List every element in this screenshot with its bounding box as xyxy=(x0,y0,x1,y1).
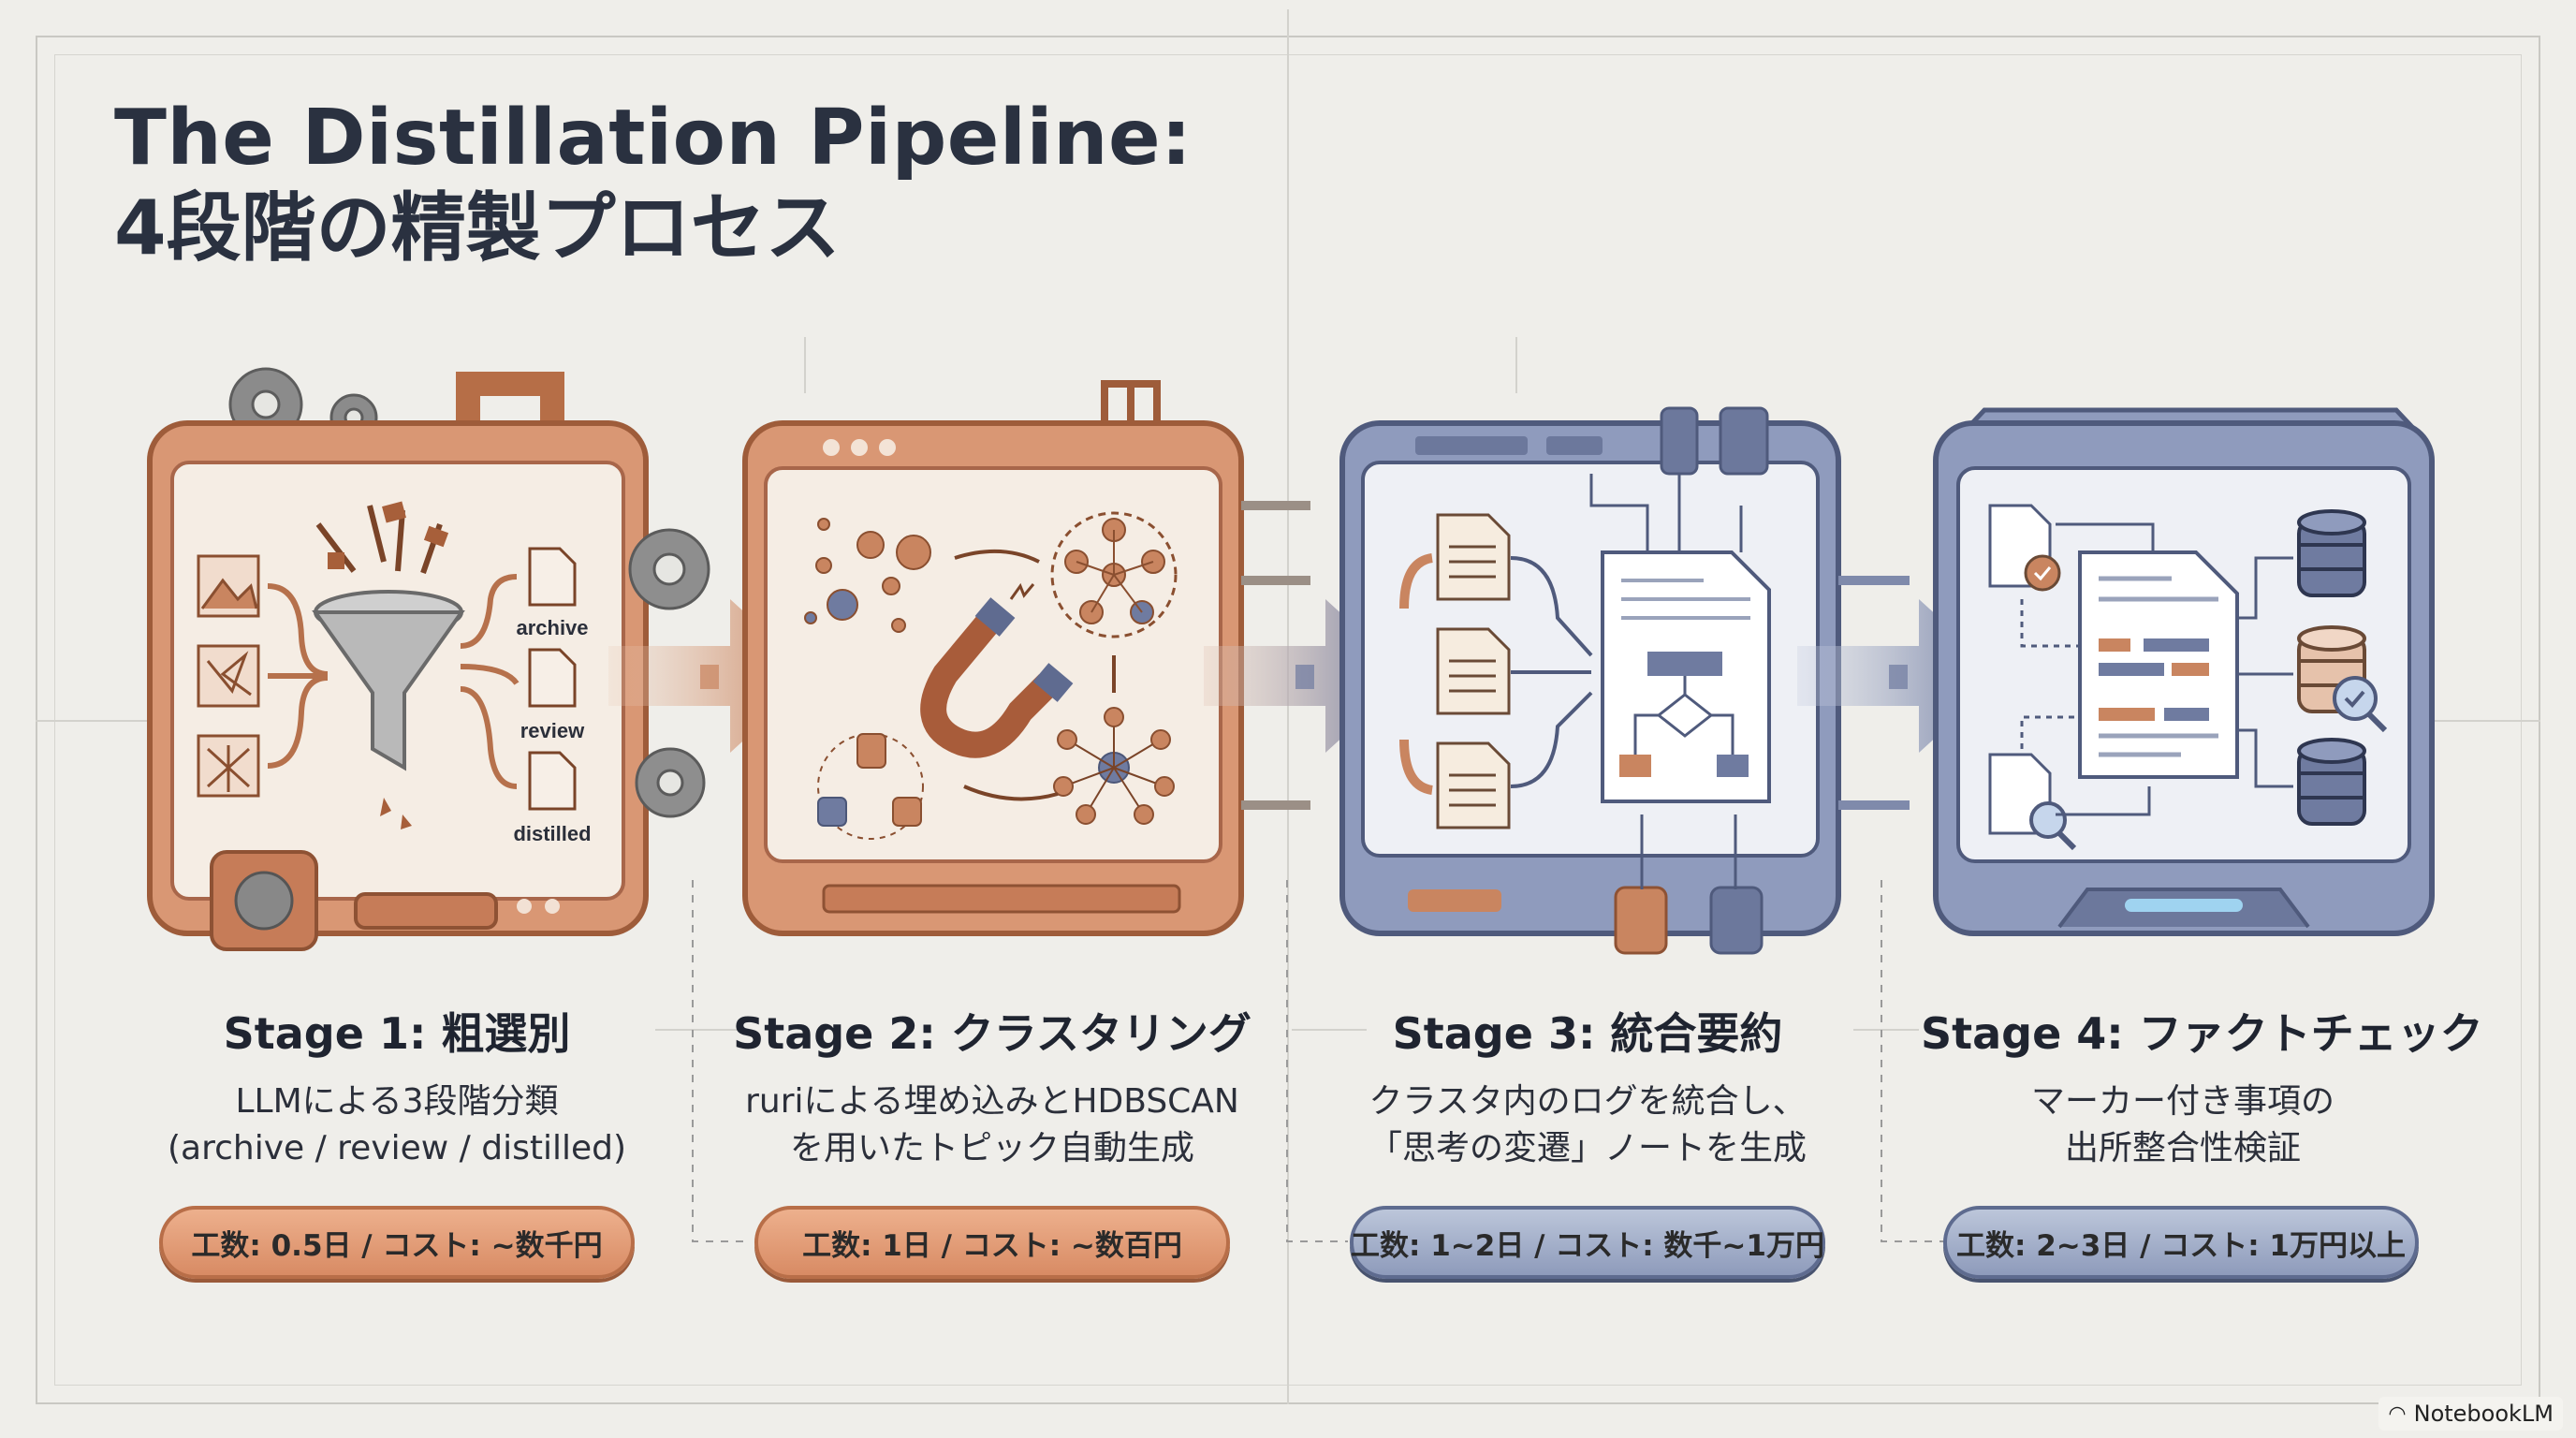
stage3-caption: Stage 3: 統合要約 クラスタ内のログを統合し、 「思考の変遷」ノートを生… xyxy=(1325,1000,1850,1173)
stage3-desc-line1: クラスタ内のログを統合し、 xyxy=(1325,1078,1850,1125)
stage1-caption: Stage 1: 粗選別 LLMによる3段階分類 (archive / revi… xyxy=(135,1000,659,1173)
stage1-title: Stage 1: 粗選別 xyxy=(135,1000,659,1062)
output-label-review: review xyxy=(520,719,585,742)
stage2-desc-line2: を用いたトピック自動生成 xyxy=(730,1125,1254,1172)
stage1-desc-line1: LLMによる3段階分類 xyxy=(135,1078,659,1125)
stage4-title: Stage 4: ファクトチェック xyxy=(1921,1000,2445,1062)
stage2-title: Stage 2: クラスタリング xyxy=(730,1000,1254,1062)
stage4-caption: Stage 4: ファクトチェック マーカー付き事項の 出所整合性検証 xyxy=(1921,1000,2445,1173)
stage4-machine xyxy=(1936,410,2432,933)
notebooklm-logo-icon: ◠ xyxy=(2388,1402,2406,1426)
database-icon xyxy=(2299,511,2364,595)
report-document-icon xyxy=(2080,552,2237,777)
output-label-distilled: distilled xyxy=(513,822,591,845)
stage3-cost-badge: 工数: 1~2日 / コスト: 数千~1万円 xyxy=(1350,1206,1825,1279)
stage1-desc-line2: (archive / review / distilled) xyxy=(135,1125,659,1172)
stage2-desc-line1: ruriによる埋め込みとHDBSCAN xyxy=(730,1078,1254,1125)
document-icon xyxy=(530,549,575,809)
stage4-cost-badge: 工数: 2~3日 / コスト: 1万円以上 xyxy=(1943,1206,2419,1279)
stage2-caption: Stage 2: クラスタリング ruriによる埋め込みとHDBSCAN を用い… xyxy=(730,1000,1254,1173)
stage2-cost-badge: 工数: 1日 / コスト: ~数百円 xyxy=(754,1206,1230,1279)
stage3-description: クラスタ内のログを統合し、 「思考の変遷」ノートを生成 xyxy=(1325,1078,1850,1173)
stage2-machine xyxy=(745,384,1241,933)
stage4-description: マーカー付き事項の 出所整合性検証 xyxy=(1921,1078,2445,1173)
output-label-archive: archive xyxy=(516,616,588,639)
stage4-desc-line1: マーカー付き事項の xyxy=(1921,1078,2445,1125)
notebooklm-badge[interactable]: ◠ NotebookLM xyxy=(2378,1397,2563,1431)
document-merge-icon xyxy=(1603,552,1769,801)
stage3-desc-line2: 「思考の変遷」ノートを生成 xyxy=(1325,1125,1850,1172)
image-file-icon xyxy=(198,556,258,616)
scribble-file-icon xyxy=(198,646,258,706)
stage1-cost-badge: 工数: 0.5日 / コスト: ~数千円 xyxy=(159,1206,635,1279)
stage3-title: Stage 3: 統合要約 xyxy=(1325,1000,1850,1062)
stage4-desc-line2: 出所整合性検証 xyxy=(1921,1125,2445,1172)
notebooklm-label: NotebookLM xyxy=(2414,1401,2554,1427)
stage2-description: ruriによる埋め込みとHDBSCAN を用いたトピック自動生成 xyxy=(730,1078,1254,1173)
stage3-machine xyxy=(1342,408,1838,953)
stage1-description: LLMによる3段階分類 (archive / review / distille… xyxy=(135,1078,659,1173)
gear-icon xyxy=(236,873,292,929)
database-icon xyxy=(2299,740,2364,824)
noise-file-icon xyxy=(198,736,258,796)
